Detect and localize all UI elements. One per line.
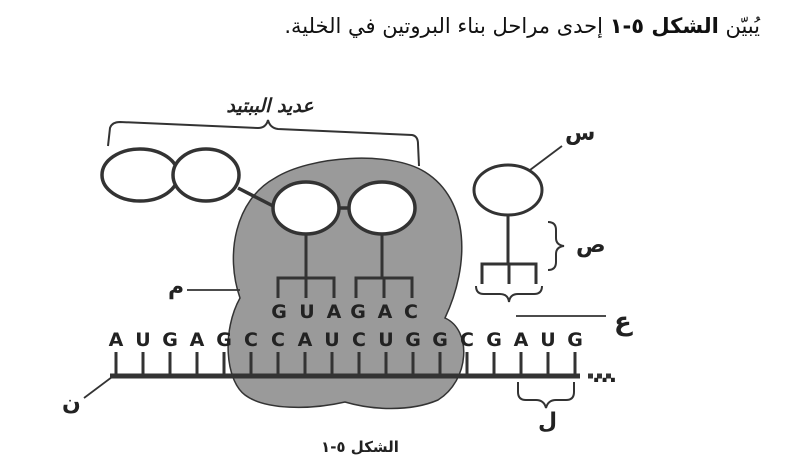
intro-sentence: يُبيّن الشكل ٥-١ إحدى مراحل بناء البروتي… [284,14,760,38]
brace-sad [547,221,565,271]
amino-acid-3 [271,180,341,236]
mrna-base: A [514,329,529,351]
figure-caption: الشكل ٥-١ [321,438,399,456]
mrna-dots: ... [592,363,617,388]
mrna-base: G [162,329,178,351]
anticodon-base: G [350,301,366,323]
label-sin: س [565,121,595,146]
mrna-base: C [271,329,285,351]
anticodon-base: C [404,301,418,323]
mrna-base: G [216,329,232,351]
trna-1 [276,234,336,298]
mrna-bases: A U G A G C C A U C U G G C G A U G [109,329,583,351]
mrna-base: G [486,329,502,351]
anticodon-base: A [327,301,342,323]
amino-acid-2 [171,147,241,203]
label-mim: م [168,275,184,300]
intro-after: إحدى مراحل بناء البروتين في الخلية. [284,14,603,38]
mrna-ticks [114,352,577,376]
polypeptide-brace [107,119,420,167]
mrna-base: U [135,329,150,351]
trna-2 [354,234,414,298]
label-polypeptide: عديد الببتيد [226,95,314,117]
mrna-base: U [540,329,555,351]
mrna-base: A [109,329,124,351]
amino-acid-1 [100,147,180,203]
leader-sin [529,145,563,171]
trna-2-anticodon: G A C [350,301,418,323]
brace-anticodon [475,285,543,303]
mrna-base: C [244,329,258,351]
ribosome [227,157,465,410]
mrna-base: U [324,329,339,351]
intro-before: يُبيّن [725,14,760,38]
intro-figure-ref: الشكل ٥-١ [609,14,719,38]
label-nun: ن [62,391,81,416]
mrna-base: C [352,329,366,351]
label-sad: ص [576,233,606,258]
mrna-base: G [405,329,421,351]
leader-nun [83,376,113,399]
label-ayn: ع [614,307,633,337]
amino-acid-4 [347,180,417,236]
label-lam: ل [538,409,557,434]
anticodon-base: G [271,301,287,323]
free-trna [472,163,544,284]
anticodon-base: U [299,301,314,323]
mrna-base: G [432,329,448,351]
trna-1-anticodon: G U A [271,301,341,323]
mrna-base: A [298,329,313,351]
mrna-base: C [460,329,474,351]
mrna-base: U [378,329,393,351]
brace-lam [517,382,575,409]
free-amino-acid [472,163,544,217]
mrna-base: G [567,329,583,351]
peptide-bond [237,186,276,209]
anticodon-base: A [378,301,393,323]
mrna-base: A [190,329,205,351]
